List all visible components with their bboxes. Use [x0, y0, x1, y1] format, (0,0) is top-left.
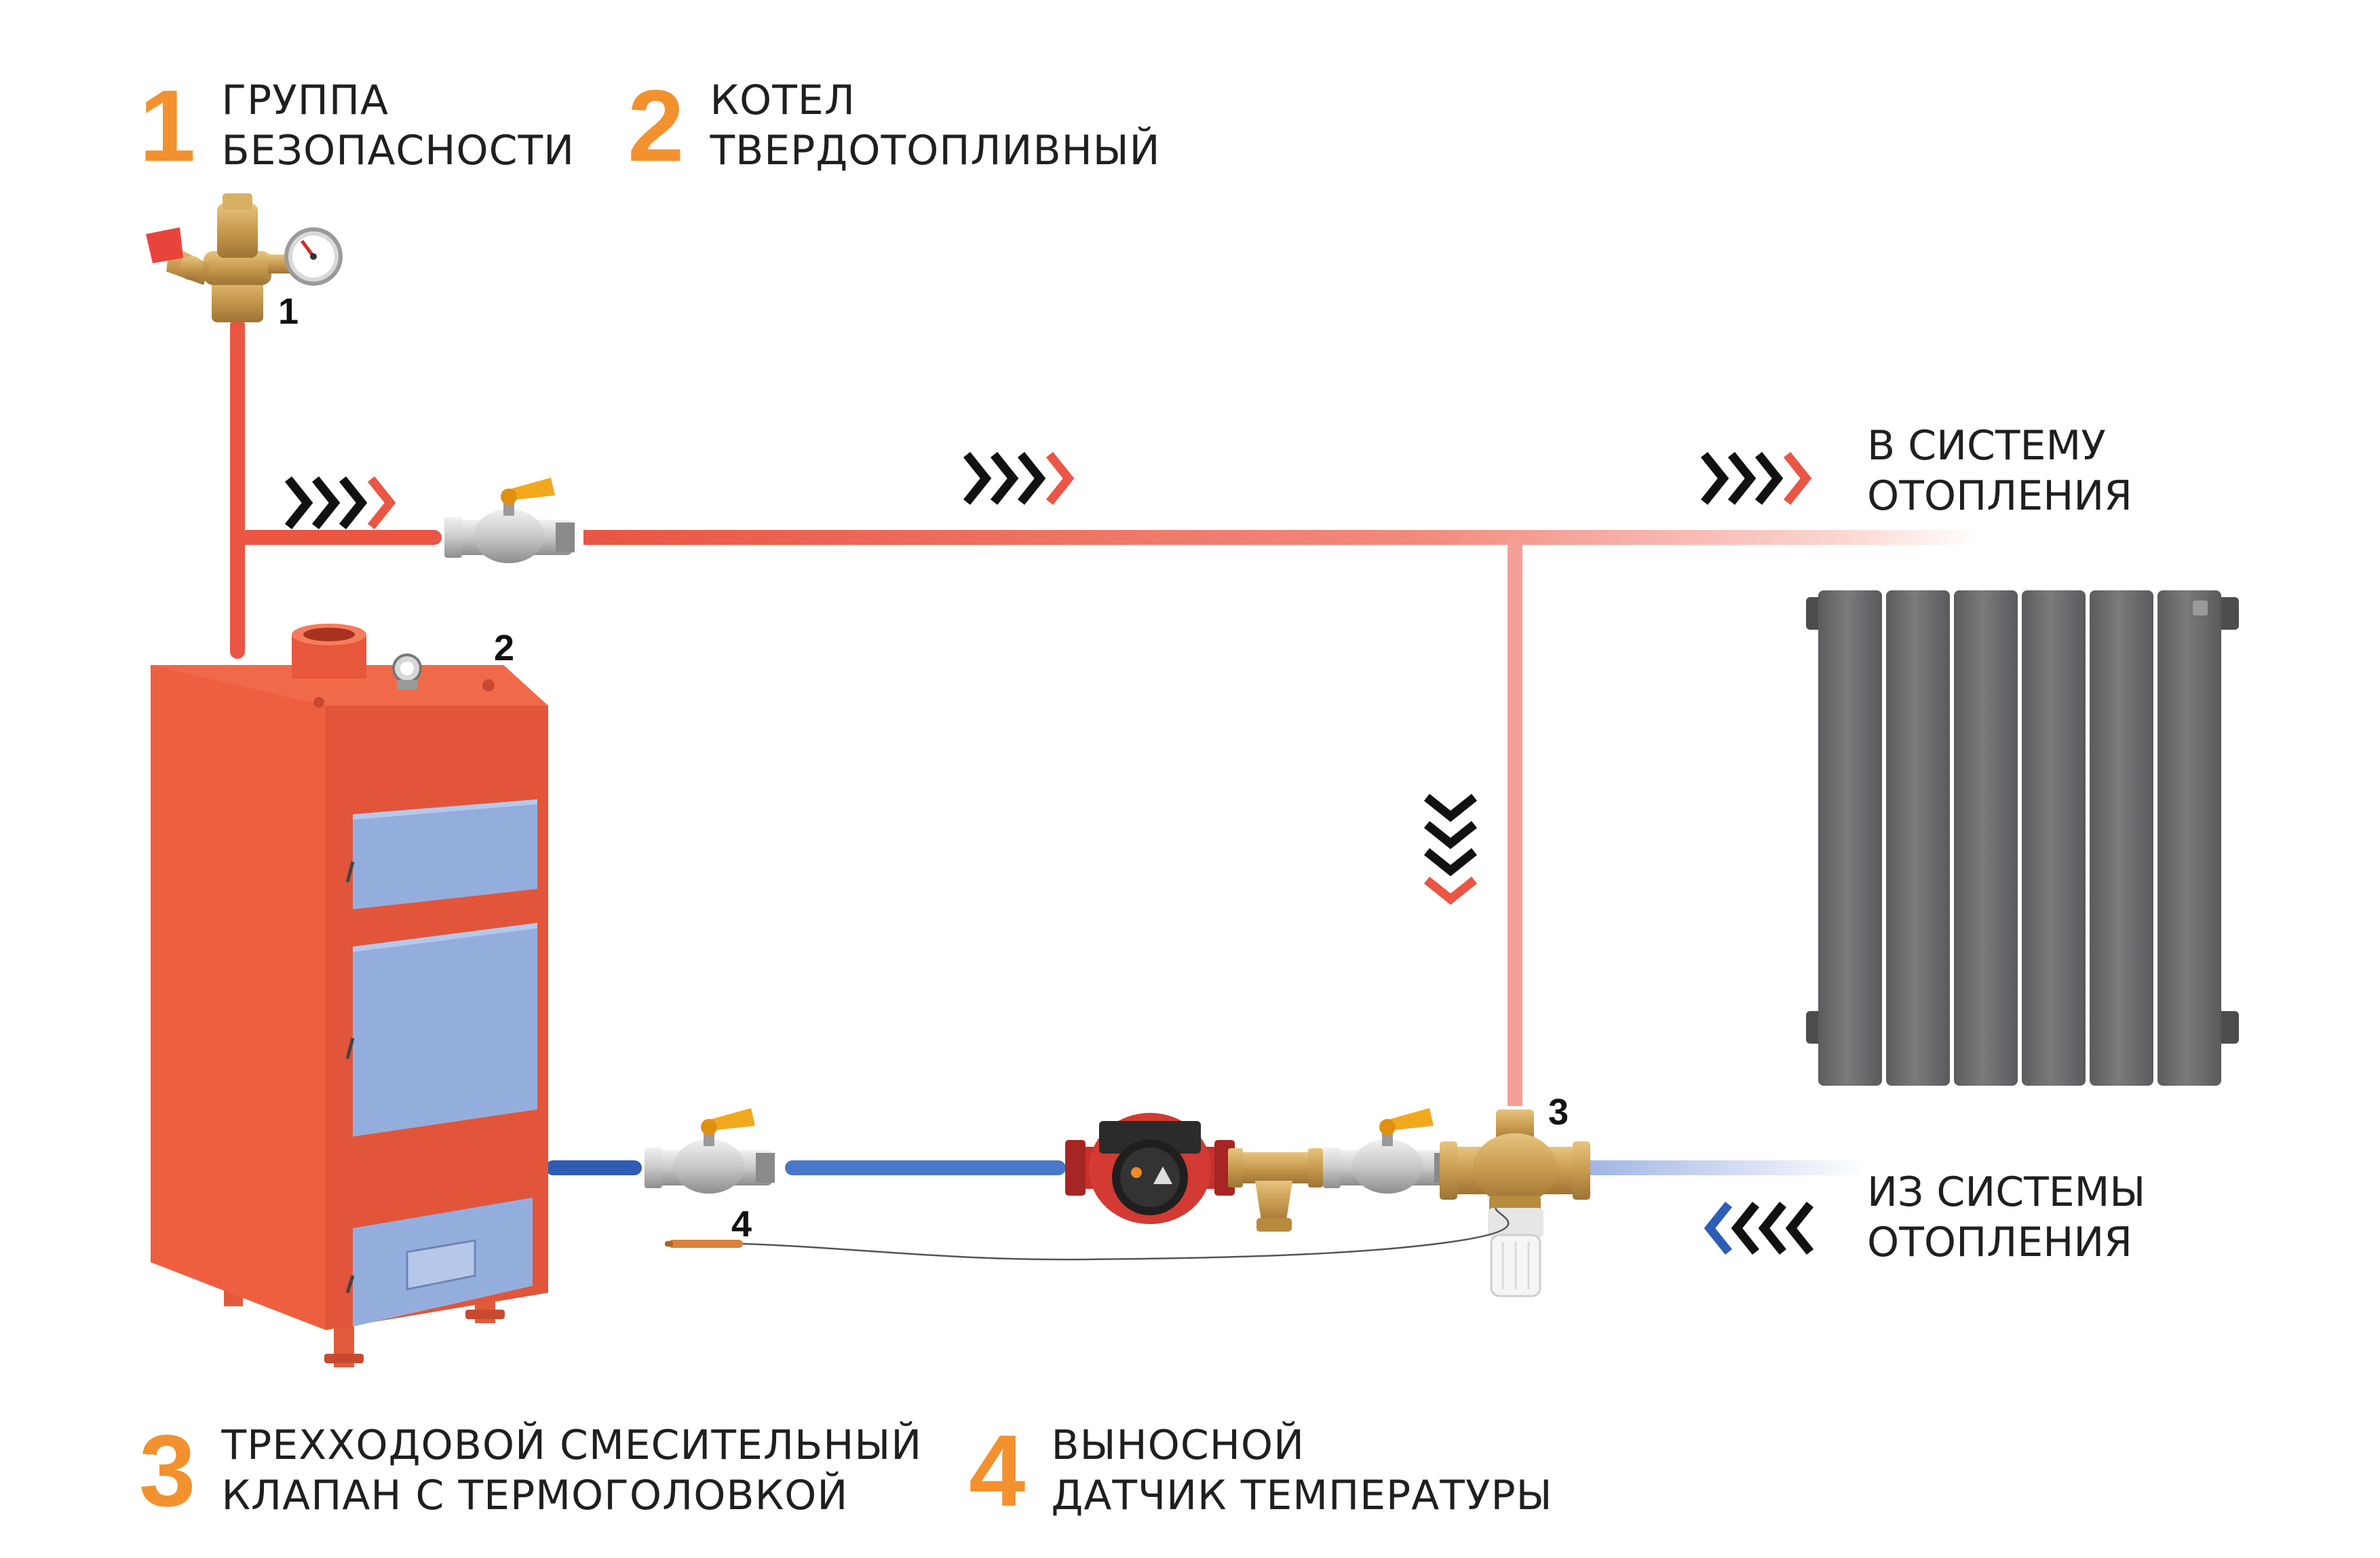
legend-label: ГРУППА БЕЗОПАСНОСТИ: [221, 77, 575, 174]
boiler-middle-door: [345, 923, 537, 1137]
ball-valve-return-right: [1323, 1108, 1453, 1194]
legend-label: КОТЕЛ ТВЕРДОТОПЛИВНЫЙ: [710, 77, 1161, 174]
legend-item-safety-group: 1 ГРУППА БЕЗОПАСНОСТИ: [139, 75, 575, 176]
to-system-label: В СИСТЕМУ ОТОПЛЕНИЯ: [1867, 422, 2132, 520]
legend-number: 3: [139, 1413, 196, 1527]
supply-pipes: [230, 318, 1981, 1106]
from-system-label: ИЗ СИСТЕМЫ ОТОПЛЕНИЯ: [1867, 1168, 2146, 1266]
three-way-mixing-valve: [1440, 1109, 1590, 1215]
pressure-gauge: [284, 227, 343, 286]
callout-boiler: 2: [494, 628, 515, 668]
return-pipes: [545, 1160, 1866, 1175]
legend-number: 4: [969, 1413, 1026, 1527]
callout-safety-group: 1: [278, 291, 299, 332]
safety-valve: [146, 227, 210, 285]
boiler-upper-door: [345, 799, 537, 909]
remote-temperature-sensor: [665, 1207, 1510, 1261]
circulation-pump: [1065, 1113, 1235, 1224]
safety-group: [146, 193, 343, 322]
radiator: [1806, 590, 2239, 1086]
boiler-ash-door: [345, 1198, 533, 1327]
return-pipe-system: [1581, 1160, 1866, 1175]
thermostatic-head: [1488, 1208, 1543, 1297]
legend-item-sensor: 4 ВЫНОСНОЙ ДАТЧИК ТЕМПЕРАТУРЫ: [969, 1420, 1553, 1521]
callout-mixing-valve: 3: [1548, 1092, 1569, 1133]
callout-sensor: 4: [731, 1204, 752, 1244]
legend-item-mixing-valve: 3 ТРЕХХОДОВОЙ СМЕСИТЕЛЬНЫЙ КЛАПАН С ТЕРМ…: [139, 1420, 922, 1521]
chevron-right-icon: [284, 476, 396, 530]
legend-label: ТРЕХХОДОВОЙ СМЕСИТЕЛЬНЫЙ КЛАПАН С ТЕРМОГ…: [221, 1422, 923, 1519]
supply-main-pipe: [583, 530, 1981, 545]
y-strainer: [1228, 1148, 1323, 1232]
legend-label: ВЫНОСНОЙ ДАТЧИК ТЕМПЕРАТУРЫ: [1051, 1422, 1553, 1519]
chevron-left-icon: [1704, 1201, 1814, 1255]
capillary-tube: [742, 1207, 1510, 1261]
chevron-right-icon: [1700, 451, 1812, 506]
legend-item-boiler: 2 КОТЕЛ ТВЕРДОТОПЛИВНЫЙ: [628, 75, 1161, 176]
chevron-down-icon: [1423, 793, 1478, 905]
legend-number: 2: [628, 69, 685, 183]
ball-valve-return-left: [645, 1108, 775, 1194]
solid-fuel-boiler: [151, 624, 548, 1367]
ball-valve-top: [444, 478, 575, 563]
chevron-right-icon: [963, 451, 1075, 506]
legend-number: 1: [139, 69, 196, 183]
